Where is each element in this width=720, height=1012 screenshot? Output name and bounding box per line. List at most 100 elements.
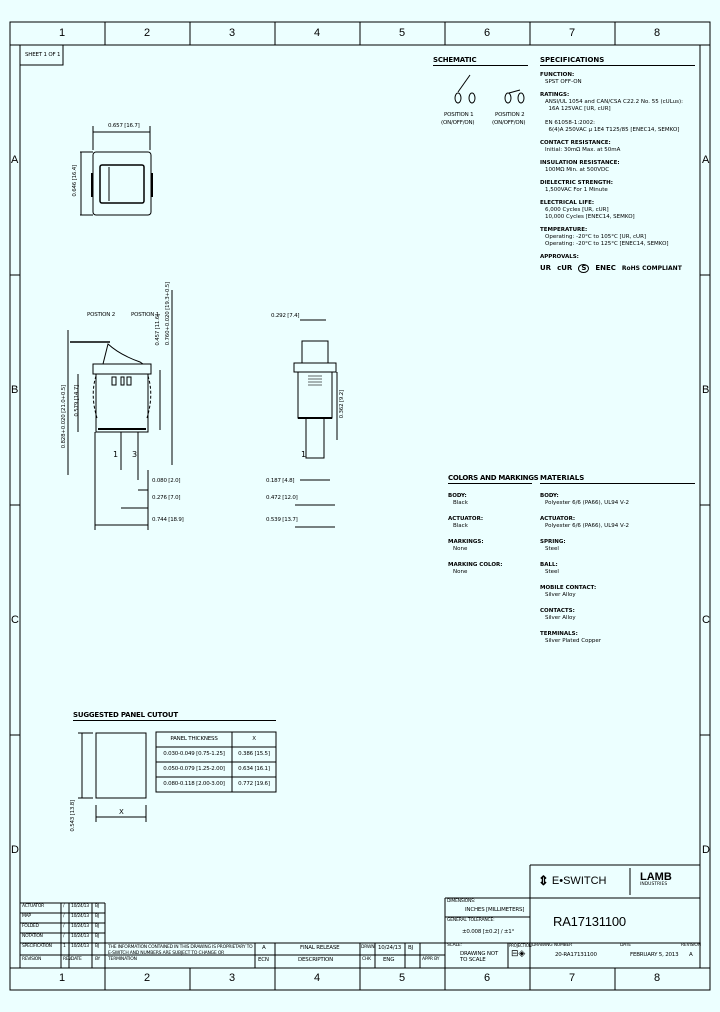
ecn-label: ECN	[258, 957, 269, 963]
col-label: 8	[654, 27, 660, 39]
side-view-drawing	[293, 319, 338, 528]
material-value: Silver Plated Copper	[545, 638, 602, 644]
color-marking-item: MARKING COLOR:None	[448, 562, 532, 576]
row-label: D	[702, 844, 710, 856]
dim-539: 0.539 [13.7]	[266, 517, 298, 523]
spec-value: SPST OFF-ON	[545, 79, 582, 85]
spec-label: INSULATION RESISTANCE:	[540, 160, 620, 166]
revision-cell: /	[63, 934, 65, 939]
revision-cell: 10/24/13	[71, 934, 89, 939]
panel-x-label: X	[119, 808, 124, 816]
revision-cell: MAP	[22, 914, 31, 919]
title-block-lines	[20, 864, 700, 968]
revision-header: DATE	[71, 957, 82, 962]
panel-row-x: 0.772 [19.6]	[238, 781, 270, 787]
revision-cell: SPECIFICATION	[22, 944, 52, 949]
dim-744: 0.744 [18.9]	[152, 517, 184, 523]
revision-header: REV.	[63, 957, 72, 962]
schematic-drawing	[454, 74, 525, 104]
material-value: Steel	[545, 546, 559, 552]
material-label: TERMINALS:	[540, 631, 578, 637]
spec-value: Operating: -20°C to 105°C [UR, cUR]	[545, 234, 647, 240]
material-value: Silver Alloy	[545, 592, 576, 598]
col-label: 4	[314, 972, 320, 984]
panel-row-x: 0.634 [16.1]	[238, 766, 270, 772]
color-marking-item: MARKINGS:None	[448, 539, 532, 553]
material-value: Steel	[545, 569, 559, 575]
spec-label: CONTACT RESISTANCE:	[540, 140, 611, 146]
label-position-1: POSTION 1	[131, 312, 160, 318]
material-item: MOBILE CONTACT:Silver Alloy	[540, 585, 695, 599]
drawing-number-label: DRAWING NUMBER	[532, 943, 573, 948]
enec-mark-icon: ENEC	[595, 264, 616, 272]
label-position-2: POSTION 2	[87, 312, 116, 318]
terminal-3-label: 3	[132, 450, 137, 459]
description-value: FINAL RELEASE	[300, 945, 340, 951]
spec-item: RATINGS:ANSI/UL 1054 and CAN/CSA C22.2 N…	[540, 92, 695, 134]
date-label: DATE	[620, 943, 631, 948]
dim-457: 0.457 [11.6]	[155, 314, 161, 346]
material-item: CONTACTS:Silver Alloy	[540, 608, 695, 622]
col-label: 6	[484, 972, 490, 984]
spec-item: ELECTRICAL LIFE:6,000 Cycles [UR, cUR]10…	[540, 200, 695, 221]
color-marking-label: MARKINGS:	[448, 539, 484, 545]
spec-value: Operating: -20°C to 125°C [ENEC14, SEMKO…	[545, 241, 669, 247]
tolerance-value: ±0.008 [±0.2] / ±1°	[462, 929, 515, 935]
revision-cell: 10/24/13	[71, 924, 89, 929]
spec-value: 10,000 Cycles [ENEC14, SEMKO]	[545, 214, 635, 220]
chk-label: CHK	[362, 957, 371, 962]
col-label: 8	[654, 972, 660, 984]
col-label: 5	[399, 27, 405, 39]
spec-value	[540, 113, 695, 120]
dimensions-label: DIMENSIONS:	[447, 899, 476, 904]
panel-header-x: X	[252, 736, 256, 742]
scale-label: SCALE:	[447, 943, 462, 948]
material-label: MOBILE CONTACT:	[540, 585, 597, 591]
material-value: Polyester 6/6 (PA66), UL94 V-2	[545, 523, 629, 529]
revision-cell: ACTUATOR	[22, 904, 44, 909]
ur-mark-icon: UR	[540, 264, 552, 272]
material-item: BALL:Steel	[540, 562, 695, 576]
lamb-logo: LAMB INDUSTRIES	[640, 871, 672, 887]
panel-y-label: 0.543 [13.8]	[70, 800, 76, 832]
top-view-drawing	[80, 126, 153, 216]
semko-mark-icon: S	[578, 264, 590, 273]
proprietary-notice: THE INFORMATION CONTAINED IN THIS DRAWIN…	[108, 945, 253, 962]
dim-left-vert: 0.828+0.020 [21.0+0.5]	[61, 385, 67, 449]
description-label: DESCRIPTION	[298, 957, 334, 963]
drwn-label: DRWN	[361, 945, 375, 950]
col-label: 2	[144, 27, 150, 39]
col-label: 4	[314, 27, 320, 39]
color-marking-label: MARKING COLOR:	[448, 562, 503, 568]
material-label: SPRING:	[540, 539, 566, 545]
revision-label: REVISION	[681, 943, 701, 948]
revision-cell: NOTATION	[22, 934, 43, 939]
col-label: 7	[569, 972, 575, 984]
revision-header: REVISION	[22, 957, 42, 962]
panel-header-thickness: PANEL THICKNESS	[170, 736, 218, 742]
spec-label: ELECTRICAL LIFE:	[540, 200, 595, 206]
spec-value: Initial: 30mΩ Max. at 50mA	[545, 147, 621, 153]
spec-value: 1,500VAC For 1 Minute	[545, 187, 608, 193]
row-label: A	[702, 154, 710, 166]
spec-value: 6,000 Cycles [UR, cUR]	[545, 207, 609, 213]
scale-value: DRAWING NOT TO SCALE	[460, 951, 499, 963]
col-label: 2	[144, 972, 150, 984]
material-value: Silver Alloy	[545, 615, 576, 621]
spec-label: TEMPERATURE:	[540, 227, 588, 233]
revision-cell: BJ	[95, 934, 99, 939]
revision-cell: BJ	[95, 914, 99, 919]
spec-value: 100MΩ Min. at 500VDC	[545, 167, 610, 173]
revision-cell: 10/24/13	[71, 904, 89, 909]
spec-item: APPROVALS:	[540, 254, 695, 261]
spec-label: DIELECTRIC STRENGTH:	[540, 180, 613, 186]
dim-top-height: 0.646 [16.4]	[72, 165, 78, 197]
grid-dividers	[10, 22, 710, 990]
color-marking-label: ACTUATOR:	[448, 516, 484, 522]
colors-markings-title: COLORS AND MARKINGS	[448, 474, 539, 484]
dim-187: 0.187 [4.8]	[266, 478, 295, 484]
spec-item: DIELECTRIC STRENGTH:1,500VAC For 1 Minut…	[540, 180, 695, 194]
